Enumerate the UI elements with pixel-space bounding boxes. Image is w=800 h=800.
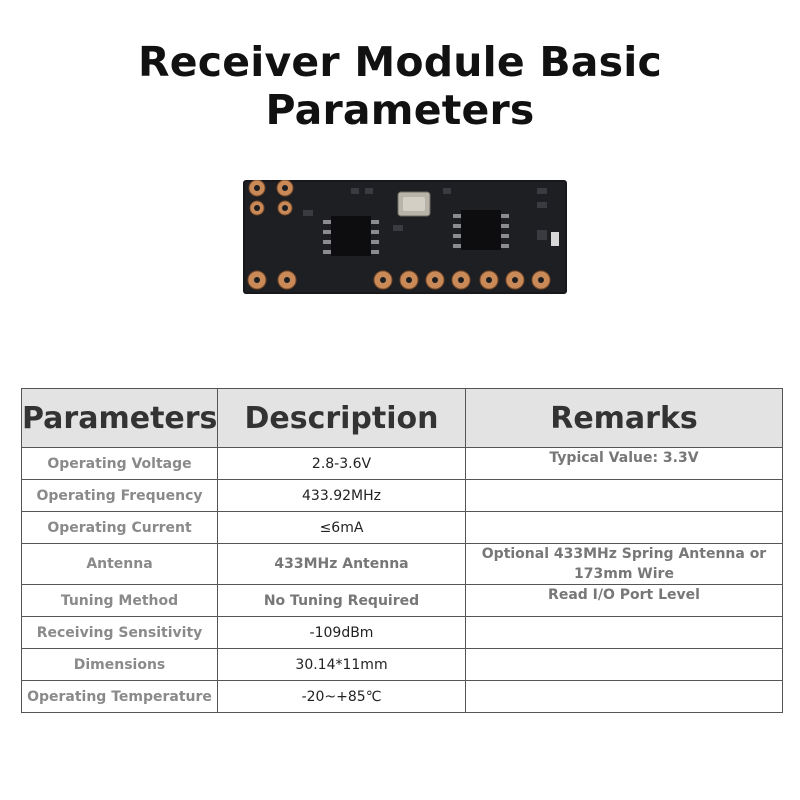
table-row: Dimensions 30.14*11mm	[21, 648, 783, 681]
remark-cell	[465, 479, 783, 512]
param-cell: Operating Temperature	[21, 680, 218, 713]
desc-cell: ≤6mA	[217, 511, 466, 544]
table-row: Operating Current ≤6mA	[21, 511, 783, 544]
param-cell: Dimensions	[21, 648, 218, 681]
remark-cell	[465, 680, 783, 713]
table-row: Tuning Method No Tuning Required Read I/…	[21, 584, 783, 617]
remark-cell: Typical Value: 3.3V	[465, 447, 783, 480]
table-row: Antenna 433MHz Antenna Optional 433MHz S…	[21, 543, 783, 585]
param-cell: Operating Voltage	[21, 447, 218, 480]
remark-cell	[465, 511, 783, 544]
remark-cell	[465, 648, 783, 681]
param-cell: Operating Frequency	[21, 479, 218, 512]
parameters-table: Parameters Description Remarks Operating…	[21, 388, 783, 713]
header-description: Description	[217, 388, 466, 448]
desc-cell: -109dBm	[217, 616, 466, 649]
table-row: Operating Frequency 433.92MHz	[21, 479, 783, 512]
header-remarks: Remarks	[465, 388, 783, 448]
remark-cell	[465, 616, 783, 649]
param-cell: Receiving Sensitivity	[21, 616, 218, 649]
param-cell: Operating Current	[21, 511, 218, 544]
desc-cell: 433MHz Antenna	[217, 543, 466, 585]
table-header-row: Parameters Description Remarks	[21, 388, 783, 448]
desc-cell: 30.14*11mm	[217, 648, 466, 681]
desc-cell: 433.92MHz	[217, 479, 466, 512]
desc-cell: No Tuning Required	[217, 584, 466, 617]
remark-cell: Read I/O Port Level	[465, 584, 783, 617]
param-cell: Tuning Method	[21, 584, 218, 617]
table-row: Operating Temperature -20~+85℃	[21, 680, 783, 713]
desc-cell: 2.8-3.6V	[217, 447, 466, 480]
remark-cell: Optional 433MHz Spring Antenna or 173mm …	[465, 543, 783, 585]
param-cell: Antenna	[21, 543, 218, 585]
receiver-module-image	[243, 180, 567, 294]
header-parameters: Parameters	[21, 388, 218, 448]
page-title: Receiver Module Basic Parameters	[137, 38, 663, 134]
table-row: Receiving Sensitivity -109dBm	[21, 616, 783, 649]
desc-cell: -20~+85℃	[217, 680, 466, 713]
table-row: Operating Voltage 2.8-3.6V Typical Value…	[21, 447, 783, 480]
